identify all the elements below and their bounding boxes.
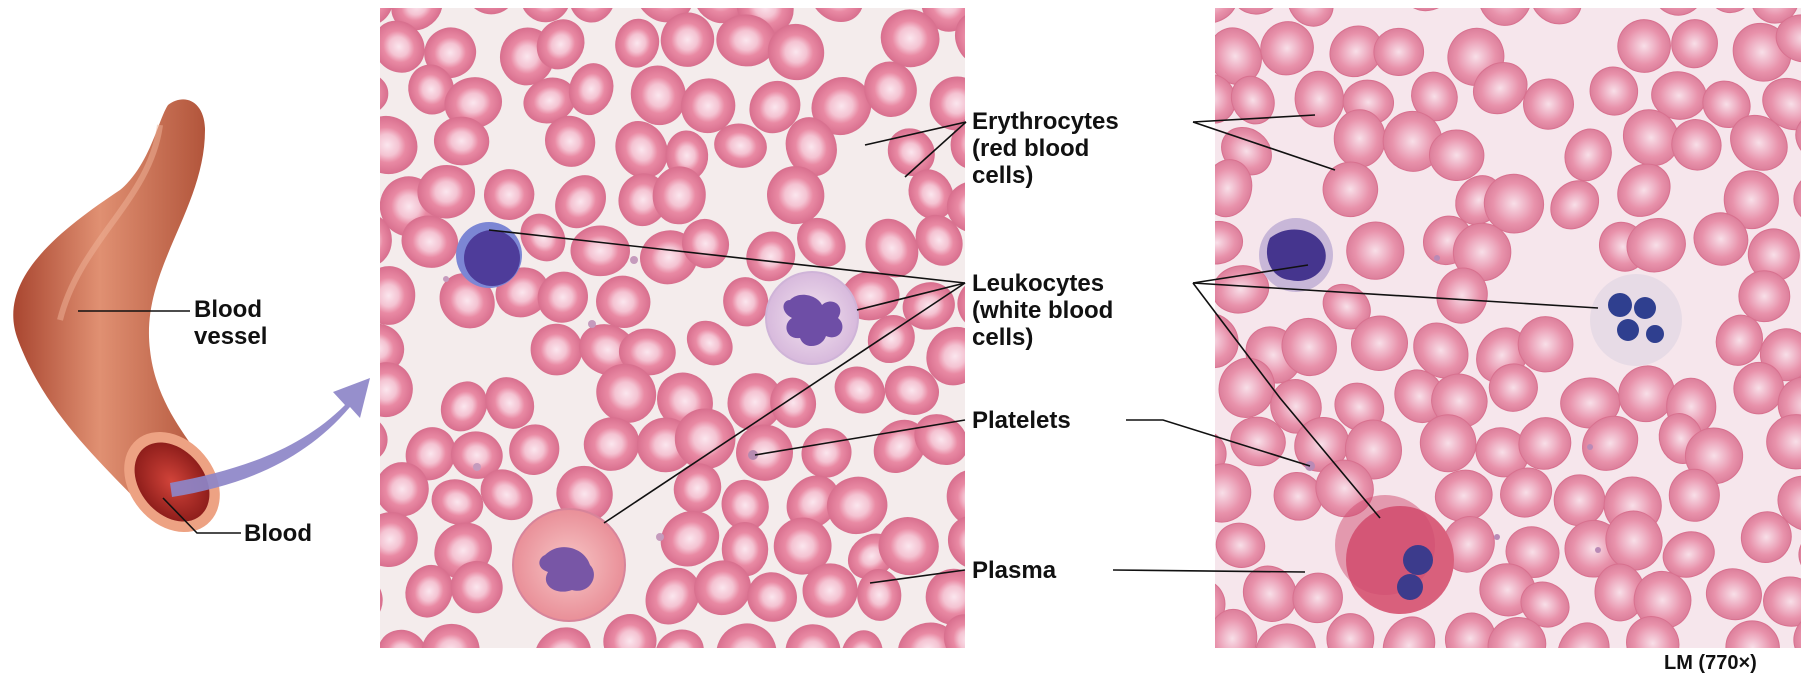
platelets-label: Platelets (972, 407, 1071, 434)
leukocytes-label: Leukocytes (white blood cells) (972, 270, 1113, 351)
neutrophil-illustration (766, 272, 858, 364)
erythrocytes-label: Erythrocytes (red blood cells) (972, 108, 1119, 189)
magnify-arrow (170, 378, 370, 497)
eosinophil-illustration (513, 509, 625, 621)
neutrophil-micrograph (1590, 274, 1682, 366)
magnification-label: LM (770×) (1664, 652, 1757, 675)
red-blood-cell (338, 73, 388, 115)
lymphocyte-micrograph (1259, 218, 1333, 292)
red-blood-cell (571, 225, 630, 276)
blood-vessel-label: Blood vessel (194, 296, 267, 350)
plasma-label: Plasma (972, 557, 1056, 584)
red-blood-cell (1334, 110, 1385, 167)
red-blood-cell (1374, 28, 1424, 76)
blood-label: Blood (244, 520, 312, 547)
red-blood-cell (1327, 614, 1374, 665)
micrograph-panel (1173, 0, 1801, 679)
red-blood-cell (1669, 469, 1720, 522)
